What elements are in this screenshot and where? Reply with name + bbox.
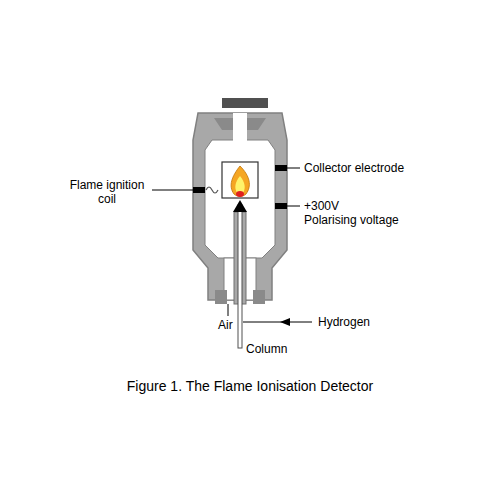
collector-electrode [222, 162, 258, 198]
arrowhead [280, 318, 290, 326]
base-flange-left [215, 290, 227, 304]
hydrogen-line [243, 322, 312, 323]
collector-terminal [275, 165, 287, 171]
burner-jet [233, 200, 247, 212]
flame-core [236, 191, 244, 197]
leader-line [152, 190, 193, 191]
leader-line [287, 206, 300, 207]
gas-label: Hydrogen [318, 315, 370, 329]
ignition-coil [206, 187, 218, 193]
air-line [228, 304, 229, 316]
leader-line [287, 168, 300, 169]
top-cap [222, 98, 268, 108]
voltage-label: +300V [304, 199, 339, 213]
top-lips [214, 118, 266, 130]
polarising-terminal [275, 203, 287, 209]
figure-caption: Figure 1. The Flame Ionisation Detector [0, 378, 500, 394]
part-label: Column [246, 342, 287, 356]
flame-outer [231, 166, 249, 196]
exhaust-opening [233, 113, 247, 141]
gas-label: Air [218, 318, 233, 332]
part-label: Polarising voltage [304, 213, 399, 227]
base-flange-right [253, 290, 265, 304]
part-label: Collector electrode [304, 161, 404, 175]
ignition-terminal [193, 187, 205, 193]
column-tube [238, 205, 242, 348]
part-label: Flame ignition coil [64, 178, 150, 206]
